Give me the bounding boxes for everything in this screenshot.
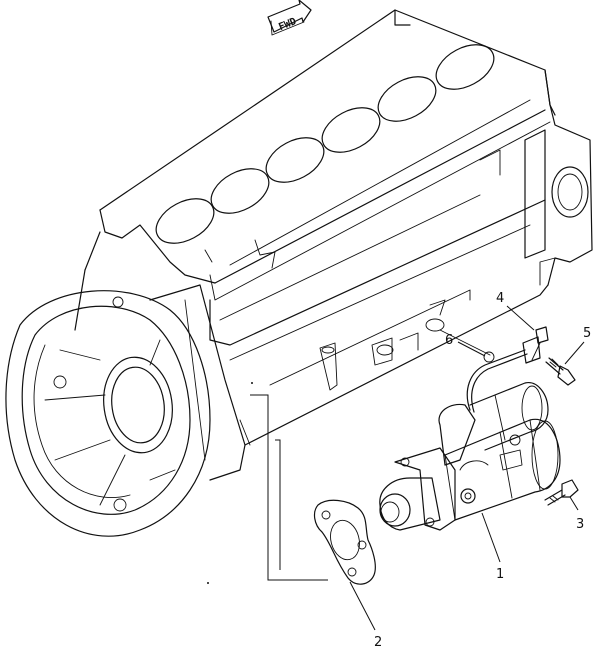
bolt-4: [531, 326, 549, 361]
wiring-harness: [439, 329, 541, 413]
harness-bracket: [522, 336, 541, 364]
bolt-3: [544, 479, 579, 506]
fwd-arrow: FWD: [267, 0, 312, 36]
mounting-face-line-2: [275, 439, 281, 570]
leader-lines: [349, 305, 585, 631]
block-fittings: [319, 299, 446, 391]
harness-clip: [483, 351, 495, 363]
stray-dot-2: [251, 382, 253, 384]
starting-motor: [379, 382, 561, 531]
gasket: [313, 499, 376, 585]
callout-3: 3: [576, 517, 584, 532]
mounting-face-line: [250, 394, 328, 581]
fwd-label: FWD: [277, 16, 298, 33]
callout-4: 4: [496, 291, 504, 306]
cylinder-block: [74, 9, 593, 446]
callout-2: 2: [374, 635, 382, 646]
callouts: 1 2 3 4 5 6: [374, 291, 591, 646]
flywheel-housing: [5, 284, 246, 537]
callout-5: 5: [583, 326, 591, 341]
bolt-5: [545, 357, 576, 386]
callout-6: 6: [445, 333, 453, 348]
cylinder-bores: [155, 44, 495, 244]
callout-1: 1: [496, 567, 504, 582]
stray-dot: [207, 582, 209, 584]
